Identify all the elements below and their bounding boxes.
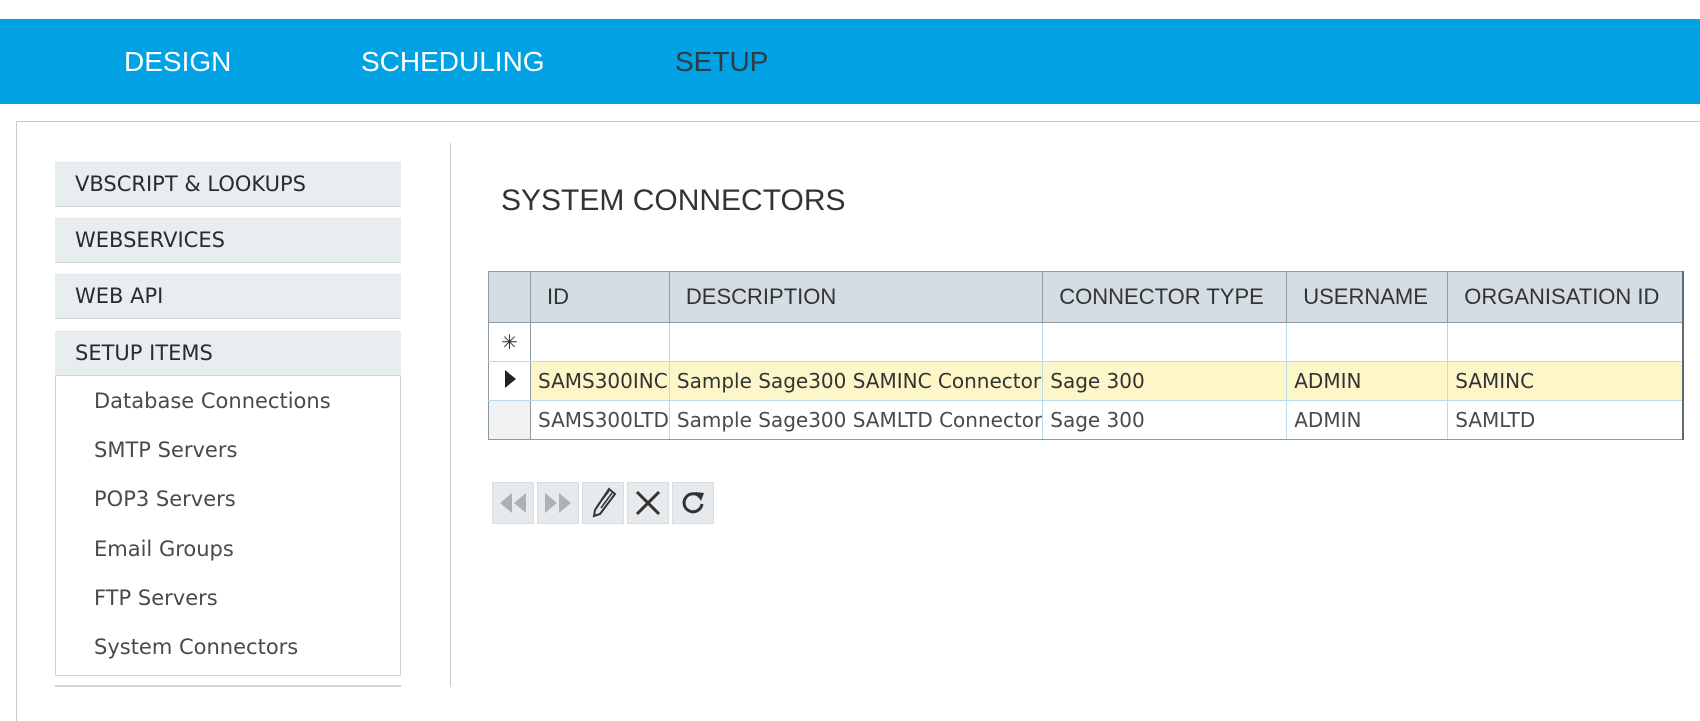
refresh-button[interactable]: [672, 482, 714, 524]
setup-items-submenu: Database Connections SMTP Servers POP3 S…: [55, 376, 401, 676]
sidebar-header-setup-items[interactable]: SETUP ITEMS: [55, 331, 401, 376]
new-row-cell-username[interactable]: [1286, 322, 1449, 362]
next-button[interactable]: [537, 482, 579, 524]
next-icon: [545, 493, 571, 513]
cell-description[interactable]: Sample Sage300 SAMLTD Connector: [668, 400, 1044, 440]
sidebar-item-smtp-servers[interactable]: SMTP Servers: [94, 438, 238, 462]
grid-header-row: ID DESCRIPTION CONNECTOR TYPE USERNAME O…: [488, 271, 1684, 323]
column-header-id[interactable]: ID: [530, 271, 670, 323]
new-row-cell-connector-type[interactable]: [1042, 322, 1288, 362]
cell-username[interactable]: ADMIN: [1286, 400, 1449, 440]
nav-scheduling[interactable]: SCHEDULING: [361, 46, 545, 77]
submenu-divider: [55, 685, 401, 687]
table-row[interactable]: SAMS300LTD Sample Sage300 SAMLTD Connect…: [488, 400, 1684, 440]
row-indicator-header: [488, 271, 531, 323]
column-header-username[interactable]: USERNAME: [1286, 271, 1449, 323]
sidebar-item-system-connectors[interactable]: System Connectors: [94, 635, 299, 659]
new-row-cell-id[interactable]: [530, 322, 670, 362]
sidebar-item-pop3-servers[interactable]: POP3 Servers: [94, 487, 236, 511]
cell-organisation-id[interactable]: SAMINC: [1447, 361, 1684, 401]
current-row-indicator-icon: [488, 361, 531, 401]
content-panel: [16, 121, 1700, 721]
cell-connector-type[interactable]: Sage 300: [1042, 361, 1288, 401]
previous-button[interactable]: [492, 482, 534, 524]
top-nav-bar: DESIGN SCHEDULING SETUP: [0, 19, 1700, 104]
column-header-organisation-id[interactable]: ORGANISATION ID: [1447, 271, 1684, 323]
sidebar-item-database-connections[interactable]: Database Connections: [94, 389, 331, 413]
new-row-asterisk-icon: ✳: [488, 322, 531, 362]
sidebar-item-ftp-servers[interactable]: FTP Servers: [94, 586, 218, 610]
table-row[interactable]: SAMS300INC Sample Sage300 SAMINC Connect…: [488, 361, 1684, 401]
sidebar-header-web-api[interactable]: WEB API: [55, 274, 401, 319]
new-row-cell-description[interactable]: [668, 322, 1044, 362]
cell-connector-type[interactable]: Sage 300: [1042, 400, 1288, 440]
connectors-grid: ID DESCRIPTION CONNECTOR TYPE USERNAME O…: [488, 271, 1684, 440]
cell-id[interactable]: SAMS300INC: [530, 361, 670, 401]
sidebar-item-email-groups[interactable]: Email Groups: [94, 537, 234, 561]
previous-icon: [500, 493, 526, 513]
new-row[interactable]: ✳: [488, 322, 1684, 362]
edit-button[interactable]: [582, 482, 624, 524]
panel-divider: [450, 143, 451, 687]
nav-design[interactable]: DESIGN: [124, 46, 232, 77]
sidebar-header-webservices[interactable]: WEBSERVICES: [55, 218, 401, 263]
sidebar-header-vbscript-lookups[interactable]: VBSCRIPT & LOOKUPS: [55, 162, 401, 207]
column-header-connector-type[interactable]: CONNECTOR TYPE: [1042, 271, 1288, 323]
edit-pencil-icon: [592, 487, 617, 518]
column-header-description[interactable]: DESCRIPTION: [668, 271, 1044, 323]
cell-username[interactable]: ADMIN: [1286, 361, 1449, 401]
row-indicator: [488, 400, 531, 440]
delete-x-icon: [635, 490, 661, 516]
refresh-icon: [682, 492, 704, 514]
nav-setup[interactable]: SETUP: [675, 46, 769, 77]
cell-description[interactable]: Sample Sage300 SAMINC Connector: [668, 361, 1044, 401]
cell-id[interactable]: SAMS300LTD: [530, 400, 670, 440]
page-title: SYSTEM CONNECTORS: [501, 184, 846, 217]
cell-organisation-id[interactable]: SAMLTD: [1447, 400, 1684, 440]
delete-button[interactable]: [627, 482, 669, 524]
new-row-cell-organisation-id[interactable]: [1447, 322, 1684, 362]
